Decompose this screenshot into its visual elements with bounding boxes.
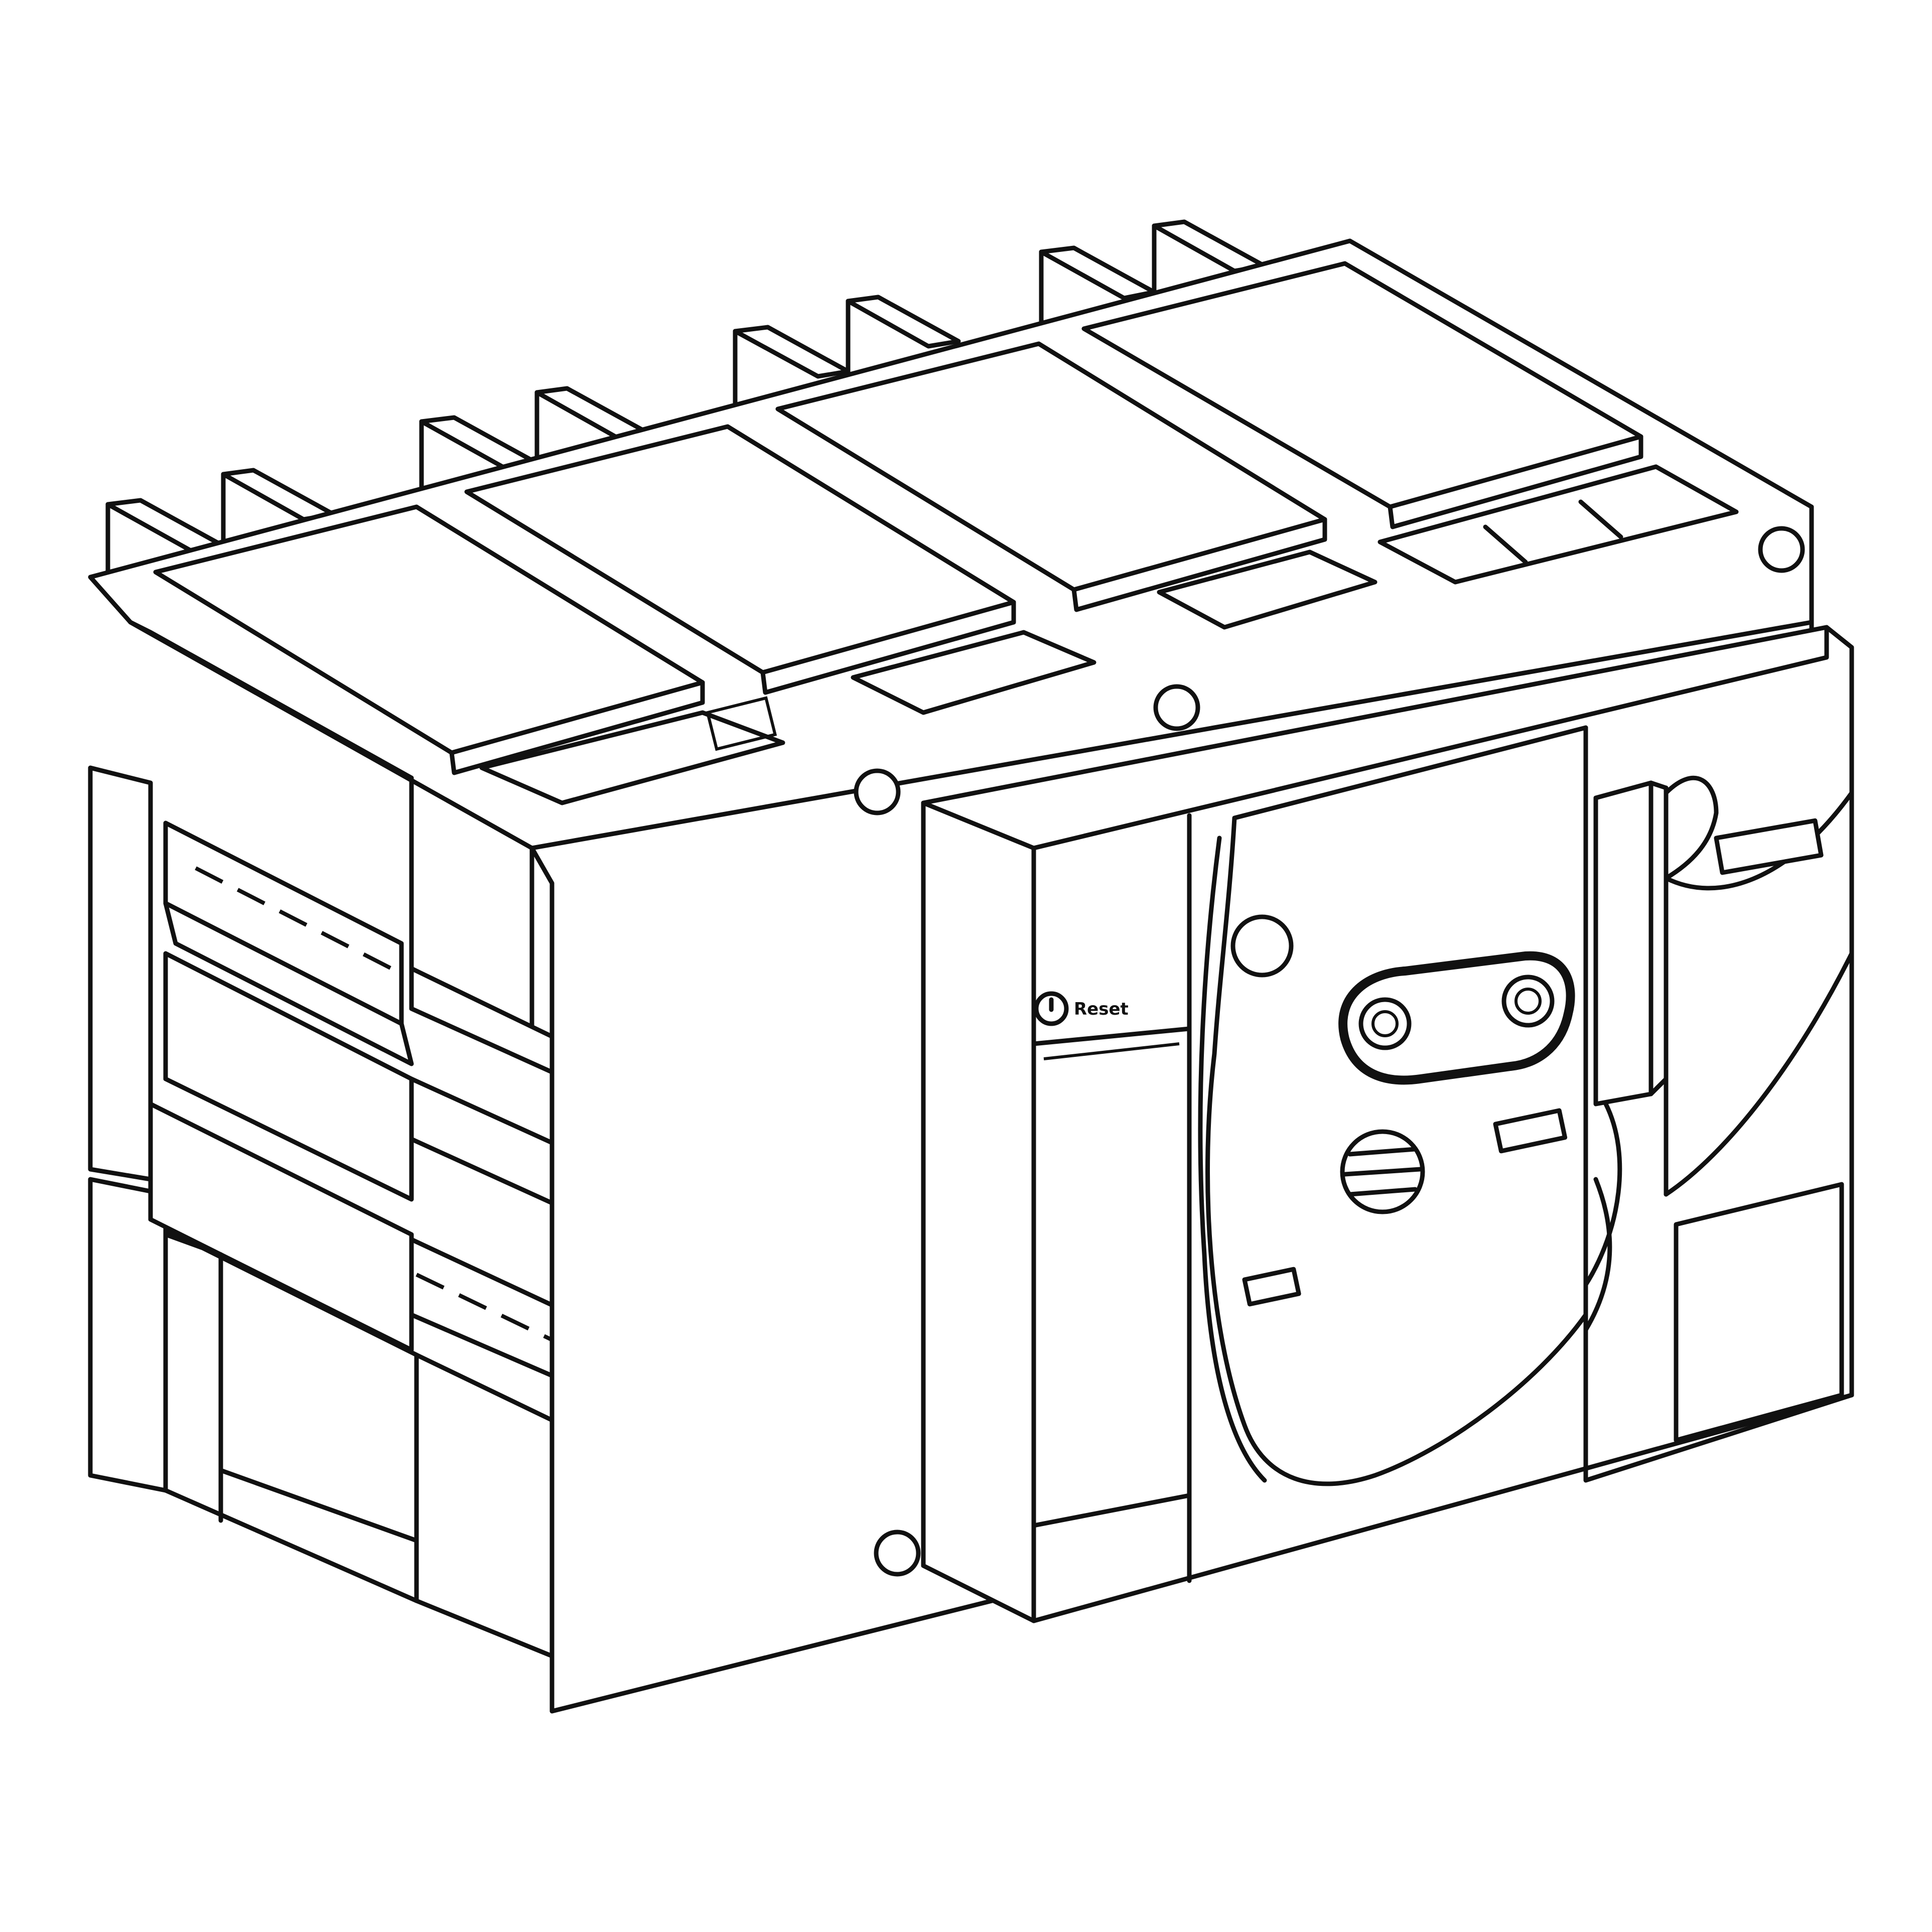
- right-side-section: [1583, 725, 1854, 1483]
- charging-handle-icon: [1338, 951, 1575, 1085]
- mounting-hole-icon: [854, 768, 901, 815]
- right-window: [1714, 818, 1824, 875]
- push-button[interactable]: [1340, 1129, 1425, 1214]
- mounting-hole-icon: [1153, 684, 1200, 731]
- arc-chute-covers: [153, 261, 1643, 775]
- reset-button[interactable]: Reset: [1034, 991, 1129, 1026]
- indicator-window: [1493, 1108, 1568, 1154]
- front-cover-shield: [1198, 725, 1588, 1486]
- mounting-hole-icon: [874, 1530, 921, 1577]
- charging-handle[interactable]: [1338, 951, 1575, 1085]
- left-side-assembly: [88, 620, 580, 1659]
- mounting-hole-icon: [1758, 526, 1805, 573]
- status-window: [1242, 1267, 1301, 1307]
- terminal-sockets: [479, 464, 1739, 805]
- indicator-lamp: [1230, 914, 1294, 978]
- reset-label: Reset: [1074, 999, 1129, 1019]
